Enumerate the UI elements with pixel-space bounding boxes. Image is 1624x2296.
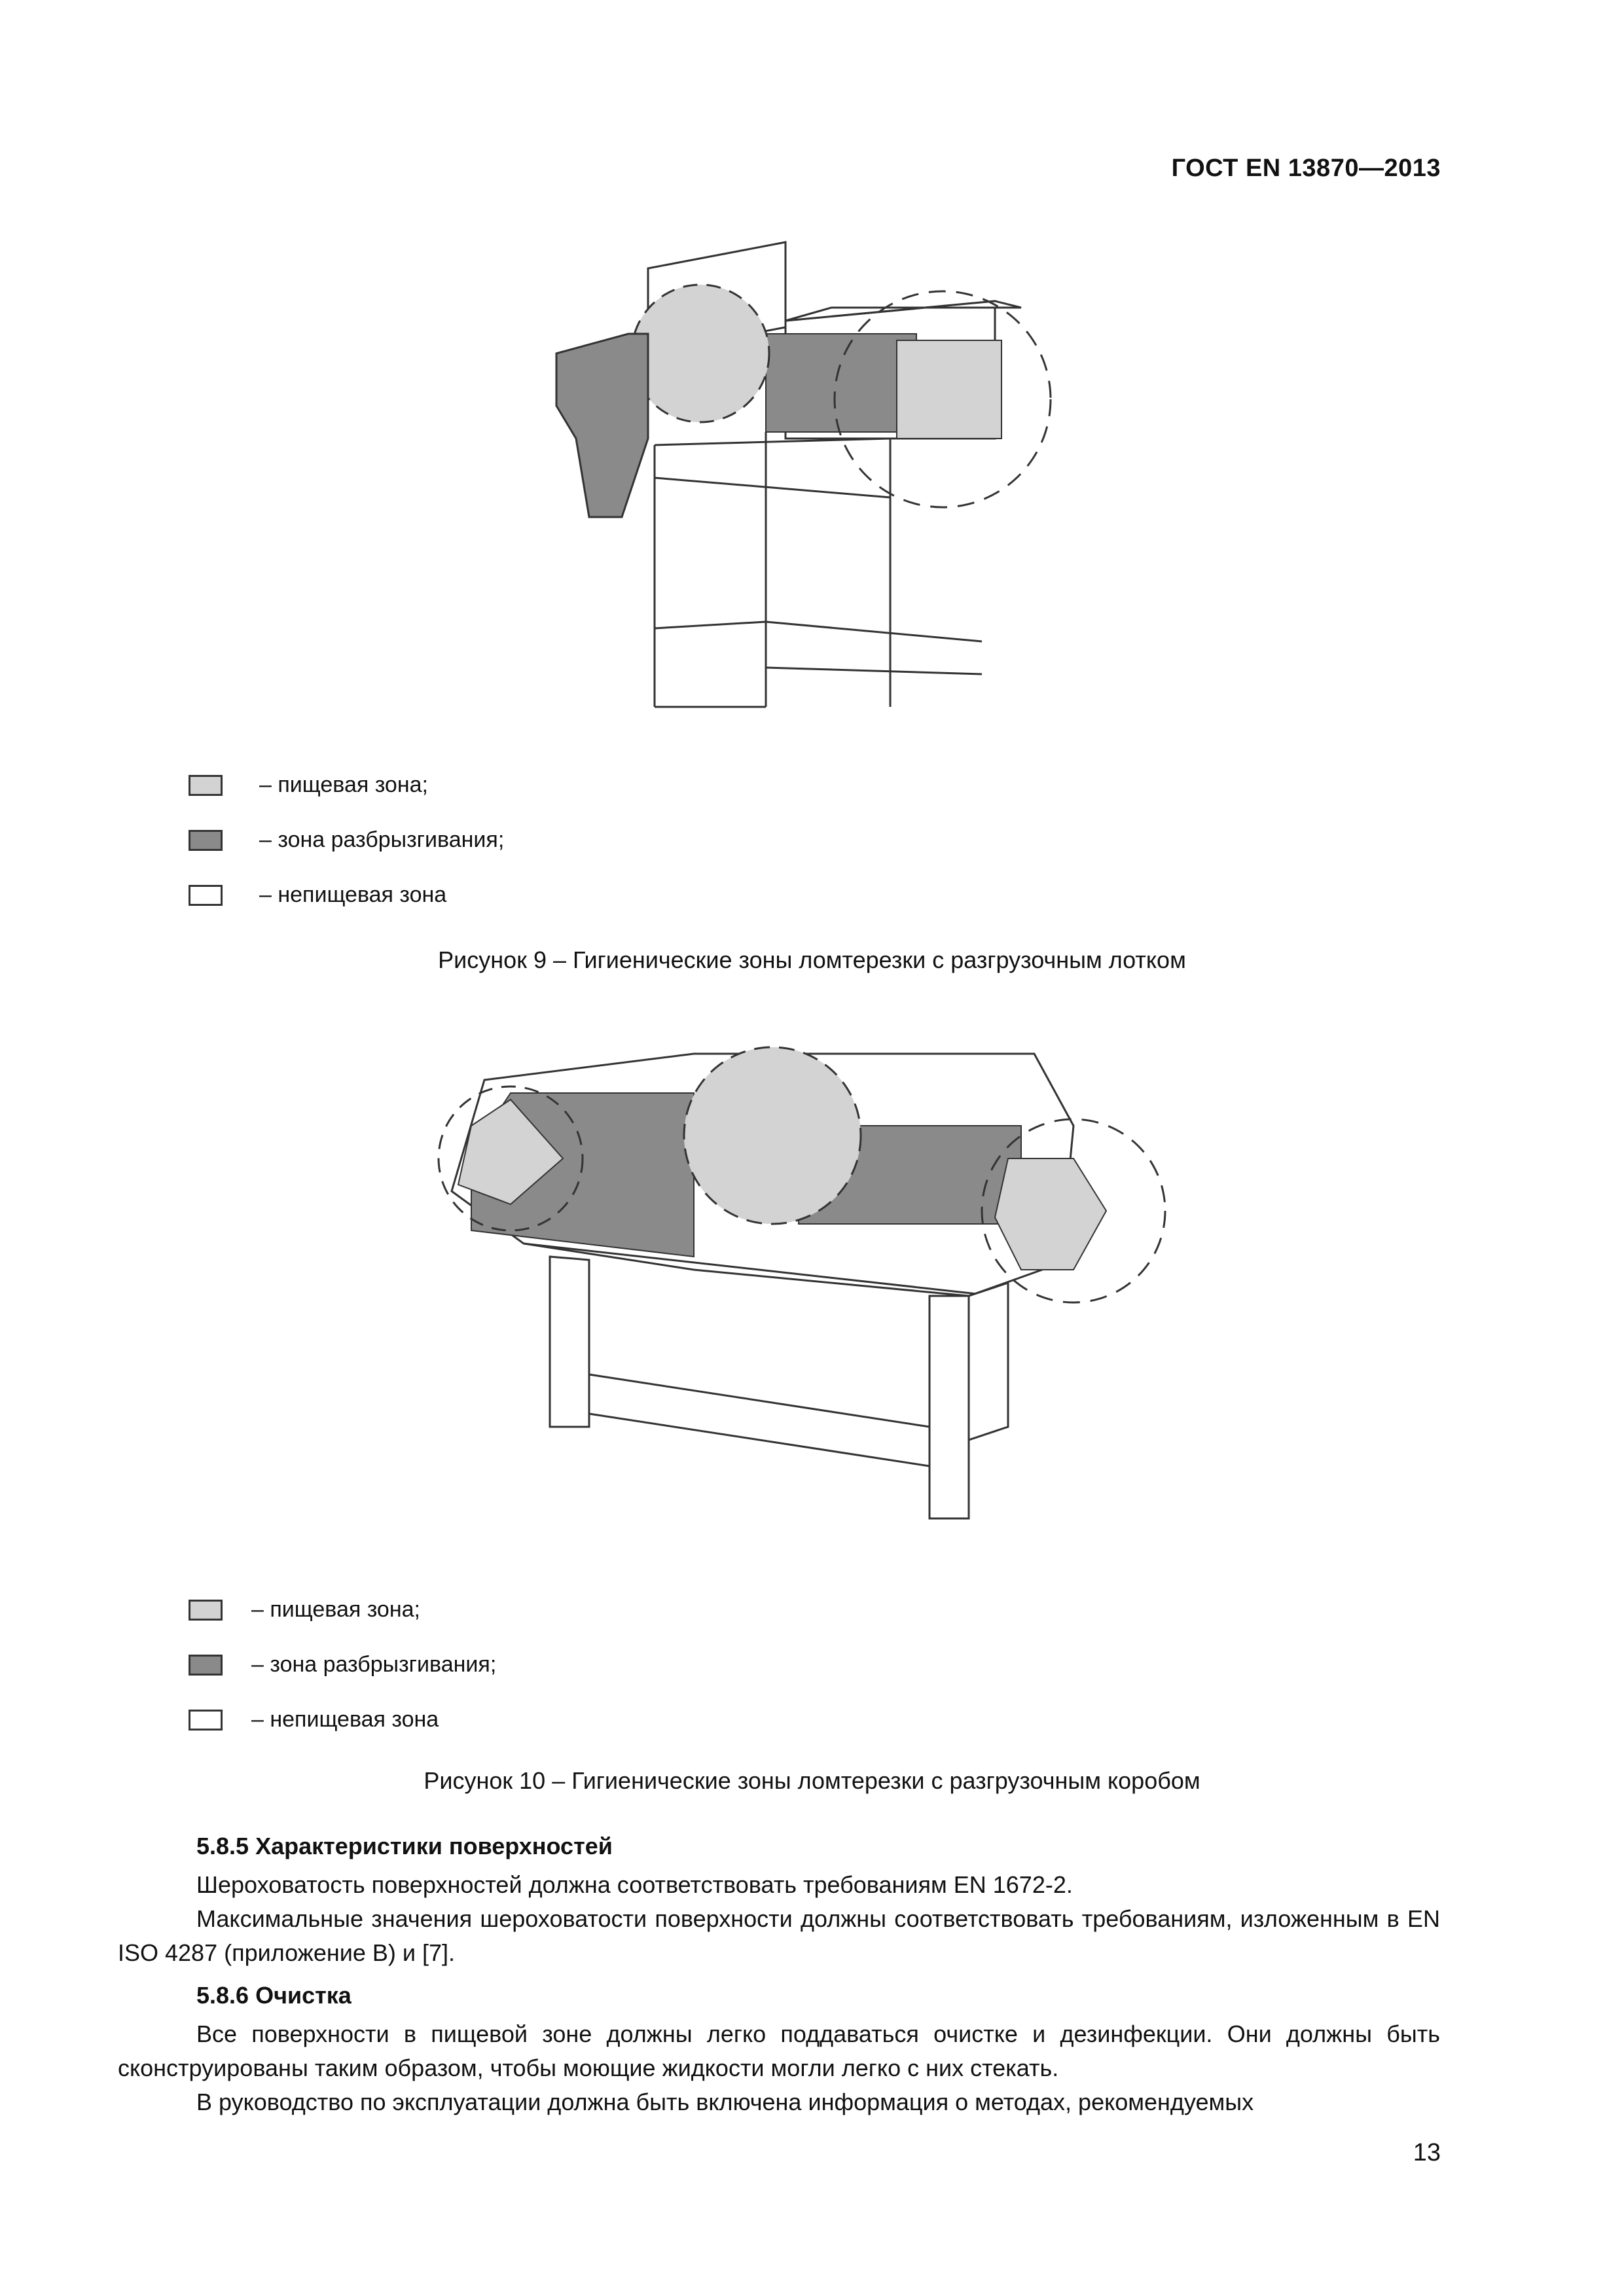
leg-right xyxy=(928,1295,970,1520)
discharge-chute xyxy=(555,332,649,518)
splash-zone-band xyxy=(765,333,917,433)
food-zone-right-circle xyxy=(833,290,1052,509)
food-zone-right-circle xyxy=(981,1118,1166,1304)
figure-10-drawing xyxy=(432,1021,1191,1532)
food-zone-middle-circle xyxy=(683,1046,862,1225)
non-food-zone-swatch-icon xyxy=(189,884,223,906)
page-number: 13 xyxy=(1413,2139,1441,2166)
figure-9-caption: Рисунок 9 – Гигиенические зоны ломтерезк… xyxy=(438,946,1186,973)
section-5-8-5-paragraph-2: Максимальные значения шероховатости пове… xyxy=(118,1905,1440,1966)
section-5-8-6-paragraph-2: В руководство по эксплуатации должна быт… xyxy=(196,2089,1254,2115)
legend-row-splash: – зона разбрызгивания; xyxy=(189,827,504,853)
figure-10-svg xyxy=(437,1046,1166,1520)
food-zone-left-circle xyxy=(630,283,770,423)
section-5-8-6-title: 5.8.6 Очистка xyxy=(196,1982,352,2009)
food-zone-swatch-icon xyxy=(189,774,223,796)
food-zone-right xyxy=(896,340,1002,439)
figure-9-legend: – пищевая зона; – зона разбрызгивания; –… xyxy=(189,772,647,929)
document-code: ГОСТ EN 13870—2013 xyxy=(1171,154,1441,182)
section-5-8-5-paragraph-1: Шероховатость поверхностей должна соотве… xyxy=(196,1871,1073,1898)
figure-10-legend: – пищевая зона; – зона разбрызгивания; –… xyxy=(189,1597,647,1754)
splash-zone-swatch-icon xyxy=(189,1654,223,1676)
figure-9-drawing xyxy=(550,223,1087,720)
legend-row-splash: – зона разбрызгивания; xyxy=(189,1652,496,1677)
splash-zone-swatch-icon xyxy=(189,829,223,851)
legend-row-food: – пищевая зона; xyxy=(189,772,428,798)
non-food-zone-swatch-icon xyxy=(189,1709,223,1731)
figure-10-caption: Рисунок 10 – Гигиенические зоны ломтерез… xyxy=(424,1767,1200,1794)
section-5-8-6-paragraph-1: Все поверхности в пищевой зоне должны ле… xyxy=(118,2020,1440,2081)
legend-row-food: – пищевая зона; xyxy=(189,1597,420,1623)
legend-row-non-food: – непищевая зона xyxy=(189,1707,439,1732)
food-zone-swatch-icon xyxy=(189,1599,223,1621)
legend-row-non-food: – непищевая зона xyxy=(189,882,446,908)
figure-9-svg xyxy=(555,241,1052,708)
leg-left xyxy=(549,1255,590,1428)
food-zone-left-circle xyxy=(437,1085,584,1232)
section-5-8-5-title: 5.8.5 Характеристики поверхностей xyxy=(196,1833,613,1859)
